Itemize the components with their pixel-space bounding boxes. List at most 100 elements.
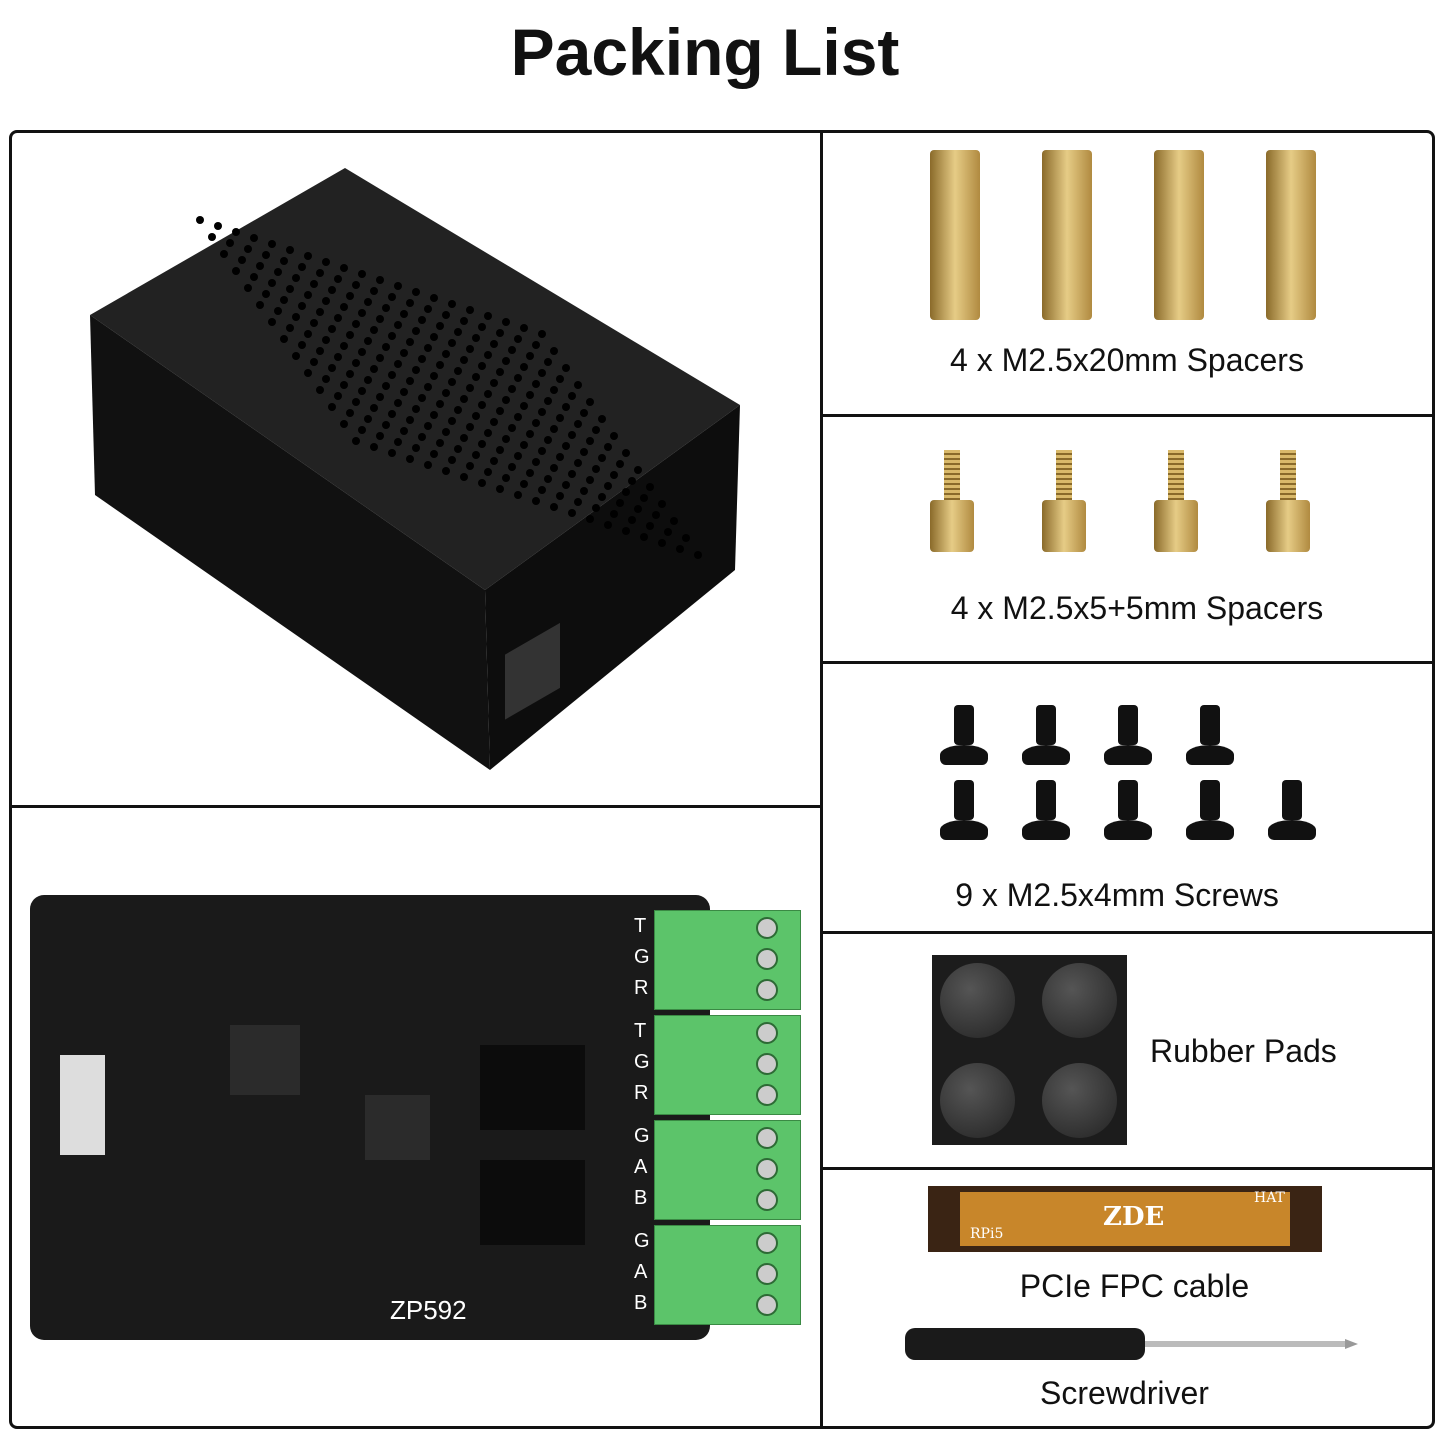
vent-hole [598,493,606,501]
vent-hole [334,392,342,400]
vent-hole [244,284,252,292]
vent-hole [598,415,606,423]
vent-hole [508,424,516,432]
vent-hole [340,381,348,389]
short-spacers-image [930,450,1330,560]
vent-hole [622,488,630,496]
item-label: Rubber Pads [1150,1033,1337,1069]
divider [822,931,1432,934]
vent-hole [334,353,342,361]
vent-hole [460,356,468,364]
vent-hole [472,412,480,420]
vent-hole [406,338,414,346]
vent-hole [502,357,510,365]
vent-hole [262,251,270,259]
vent-hole [490,457,498,465]
vent-hole [514,374,522,382]
vent-hole [586,437,594,445]
vent-hole [544,475,552,483]
screw [1022,780,1070,842]
cable-brand: ZDE [1103,1202,1165,1232]
vent-hole [316,386,324,394]
spacer [930,150,980,320]
vent-hole [364,376,372,384]
vent-hole [364,337,372,345]
vent-hole [586,476,594,484]
vent-hole [370,443,378,451]
terminal-screw [756,1127,778,1149]
spacer [1154,150,1204,320]
vent-hole [544,397,552,405]
vent-hole [532,380,540,388]
spacer-thread [1280,450,1296,500]
vent-hole [358,426,366,434]
vent-hole [508,463,516,471]
screw [1022,705,1070,767]
vent-hole [496,446,504,454]
vent-hole [634,505,642,513]
vent-hole [562,403,570,411]
vent-hole [292,352,300,360]
vent-hole [520,363,528,371]
board-model: ZP592 [390,1295,467,1325]
vent-hole [244,245,252,253]
vent-hole [382,304,390,312]
vent-hole [454,406,462,414]
vent-hole [658,539,666,547]
vent-hole [358,387,366,395]
vent-hole [496,368,504,376]
vent-hole [556,375,564,383]
screw [1268,780,1316,842]
terminal-label: G [634,1051,650,1073]
vent-hole [310,280,318,288]
terminal-screw [756,979,778,1001]
vent-hole [592,465,600,473]
vent-hole [526,391,534,399]
vent-hole [592,504,600,512]
vent-hole [532,458,540,466]
vent-hole [406,377,414,385]
terminal-screw [756,1263,778,1285]
terminal-label: B [634,1187,648,1209]
chip [365,1095,430,1160]
vent-hole [550,425,558,433]
vent-hole [274,307,282,315]
terminal-label: R [634,977,649,999]
vent-hole [364,415,372,423]
terminal-block [654,1120,801,1220]
vent-hole [478,323,486,331]
vent-hole [274,268,282,276]
vent-hole [424,461,432,469]
terminal-screw [756,1022,778,1044]
terminal-screw [756,1053,778,1075]
vent-hole [394,438,402,446]
long-spacers-image [930,150,1330,325]
vent-hole [586,515,594,523]
vent-hole [484,429,492,437]
terminal-screw [756,1084,778,1106]
vent-hole [574,459,582,467]
vent-hole [322,258,330,266]
vent-hole [340,303,348,311]
vent-hole [436,400,444,408]
vent-hole [220,250,228,258]
chip [480,1160,585,1245]
vent-hole [376,276,384,284]
item-label: Screwdriver [1040,1375,1209,1411]
vent-hole [562,481,570,489]
terminal-block [654,910,801,1010]
terminal-label: T [634,915,647,937]
vent-hole [436,439,444,447]
vent-hole [214,222,222,230]
vent-hole [280,257,288,265]
vent-hole [610,432,618,440]
vent-hole [412,288,420,296]
vent-hole [268,240,276,248]
vent-hole [634,466,642,474]
divider [822,414,1432,417]
vent-hole [400,388,408,396]
vent-hole [496,329,504,337]
metal-case-image [90,168,740,770]
packing-list-frame [9,130,1435,1429]
